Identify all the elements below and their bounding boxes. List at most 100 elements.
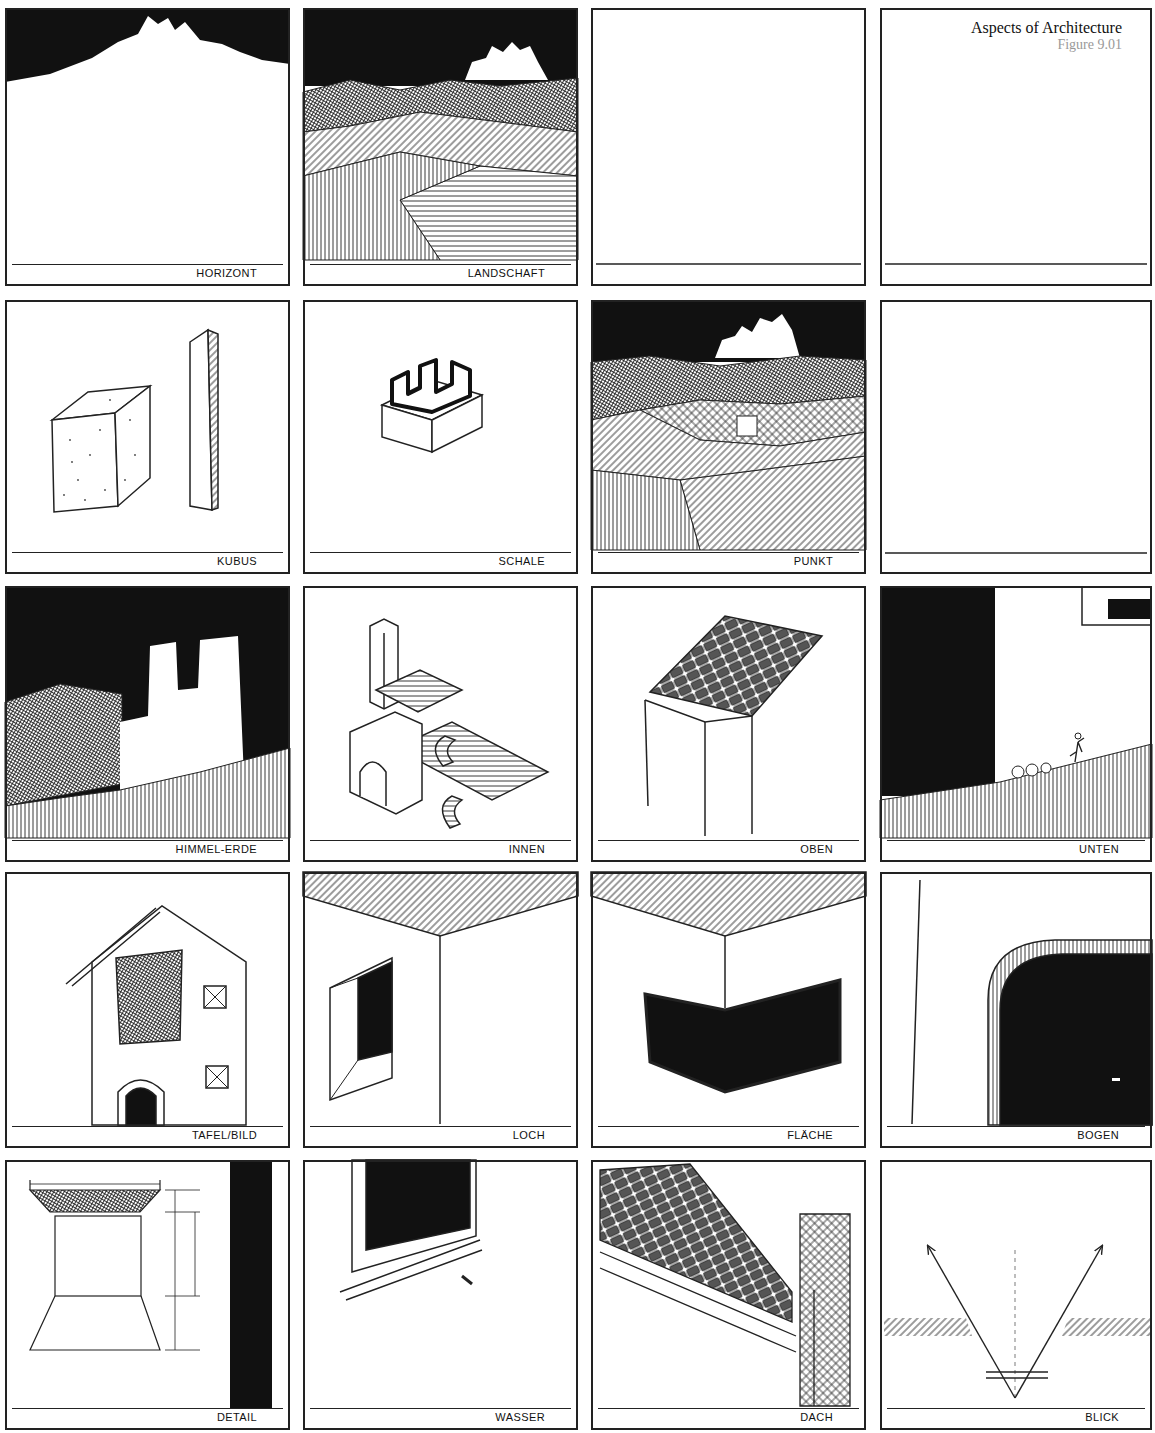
sketch-panel: DETAIL <box>5 1160 290 1430</box>
shell-sketch <box>382 360 482 452</box>
sketch-stroke <box>986 1371 1048 1372</box>
sketch-stroke <box>129 419 131 421</box>
sketch-stroke <box>303 152 480 260</box>
sketch-stroke <box>1012 766 1024 778</box>
panel-label: SCHALE <box>499 556 545 567</box>
sketch-stroke <box>104 489 106 491</box>
sketch-stroke <box>986 1377 1048 1378</box>
horizon-sketch <box>5 8 290 82</box>
cube-and-obelisk-sketch <box>52 330 218 512</box>
sketch-stroke <box>206 1066 228 1088</box>
sketch-stroke <box>5 8 290 82</box>
sketch-stroke <box>92 906 246 1125</box>
sketch-stroke <box>330 958 392 1100</box>
sketch-stroke <box>1041 763 1051 773</box>
sketch-stroke <box>165 1212 200 1213</box>
sketch-stroke <box>352 1160 476 1272</box>
sketch-stroke <box>55 1216 141 1296</box>
sketch-stroke <box>600 1164 792 1322</box>
sketch-stroke <box>29 1180 30 1190</box>
sketch-stroke <box>881 301 1151 573</box>
label-strip: HIMMEL-ERDE <box>12 840 283 857</box>
sketch-stroke <box>204 986 226 1008</box>
sketch-stroke <box>303 872 578 936</box>
sketch-stroke <box>966 1318 1068 1378</box>
sketch-stroke <box>885 263 1147 265</box>
sketch-panel: LOCH <box>303 872 578 1148</box>
sketch-stroke <box>195 1212 196 1296</box>
sketch-panel: HORIZONT <box>5 8 290 286</box>
sketch-panel: HIMMEL-ERDE <box>5 586 290 862</box>
sketch-stroke <box>383 633 385 709</box>
panel-label: HORIZONT <box>196 268 257 279</box>
panel-label: KUBUS <box>217 556 257 567</box>
sketch-stroke <box>724 936 726 1008</box>
sketch-stroke <box>208 330 218 510</box>
sketch-stroke <box>600 1252 796 1352</box>
sketch-stroke <box>465 42 548 80</box>
sketch-stroke <box>116 950 182 1044</box>
sketch-stroke <box>159 1180 160 1190</box>
sketch-panel: KUBUS <box>5 300 290 574</box>
panel-label: PUNKT <box>794 556 833 567</box>
sketch-stroke <box>118 1080 164 1125</box>
sketch-stroke <box>645 980 840 1092</box>
sketch-stroke <box>175 1190 176 1350</box>
sketch-stroke <box>206 1066 228 1088</box>
sketch-stroke <box>645 700 752 722</box>
sketch-stroke <box>165 1296 200 1297</box>
sketch-stroke <box>5 748 290 838</box>
label-strip: SCHALE <box>310 552 571 569</box>
sketch-stroke <box>715 314 800 358</box>
sketch-stroke <box>77 479 79 481</box>
sketch-stroke <box>591 872 866 936</box>
sketch-stroke <box>1112 1078 1120 1081</box>
facade-sketch <box>66 906 246 1125</box>
sketch-panel: WASSER <box>303 1160 578 1430</box>
sketch-stroke <box>340 1240 482 1300</box>
sketch-panel: TAFEL/BILD <box>5 872 290 1148</box>
below-sketch <box>880 586 1152 838</box>
sketch-panel: UNTEN <box>880 586 1152 862</box>
label-strip: UNTEN <box>887 840 1145 857</box>
sketch-stroke <box>71 461 73 463</box>
interior-sketch <box>350 619 548 828</box>
surface-sketch <box>591 872 866 1092</box>
sketch-stroke <box>376 670 462 712</box>
sketch-stroke <box>230 1160 272 1408</box>
panel-label: DACH <box>800 1412 833 1423</box>
sketch-stroke <box>442 796 462 828</box>
label-strip: PUNKT <box>598 552 859 569</box>
sketch-stroke <box>680 456 866 550</box>
sketch-stroke <box>591 300 866 362</box>
sketch-stroke <box>63 494 65 496</box>
panel-label: HIMMEL-ERDE <box>176 844 257 855</box>
sketch-panel: PUNKT <box>591 300 866 574</box>
point-sketch <box>591 300 866 550</box>
panel-label: WASSER <box>495 1412 545 1423</box>
sketch-stroke <box>751 716 753 834</box>
sketch-stroke <box>126 1088 156 1125</box>
sketch-panel: OBEN <box>591 586 866 862</box>
sketch-stroke <box>880 586 995 796</box>
panel-label: UNTEN <box>1079 844 1119 855</box>
panel-label: DETAIL <box>217 1412 257 1423</box>
sketch-stroke <box>5 684 122 806</box>
label-strip: WASSER <box>310 1408 571 1425</box>
label-strip: OBEN <box>598 840 859 857</box>
sketch-stroke <box>1000 954 1152 1125</box>
sketch-stroke <box>1015 1246 1102 1398</box>
label-strip: LANDSCHAFT <box>310 264 571 281</box>
sketch-stroke <box>134 454 136 456</box>
sketch-stroke <box>350 712 422 814</box>
detail-sketch <box>30 1160 272 1408</box>
view-sketch <box>884 1246 1150 1400</box>
water-sketch <box>340 1160 482 1300</box>
sketch-stroke <box>704 722 706 836</box>
sketch-stroke <box>52 413 118 512</box>
sketch-stroke <box>69 439 71 441</box>
sketch-stroke <box>392 360 470 412</box>
label-strip: KUBUS <box>12 552 283 569</box>
sketch-stroke <box>592 9 865 285</box>
